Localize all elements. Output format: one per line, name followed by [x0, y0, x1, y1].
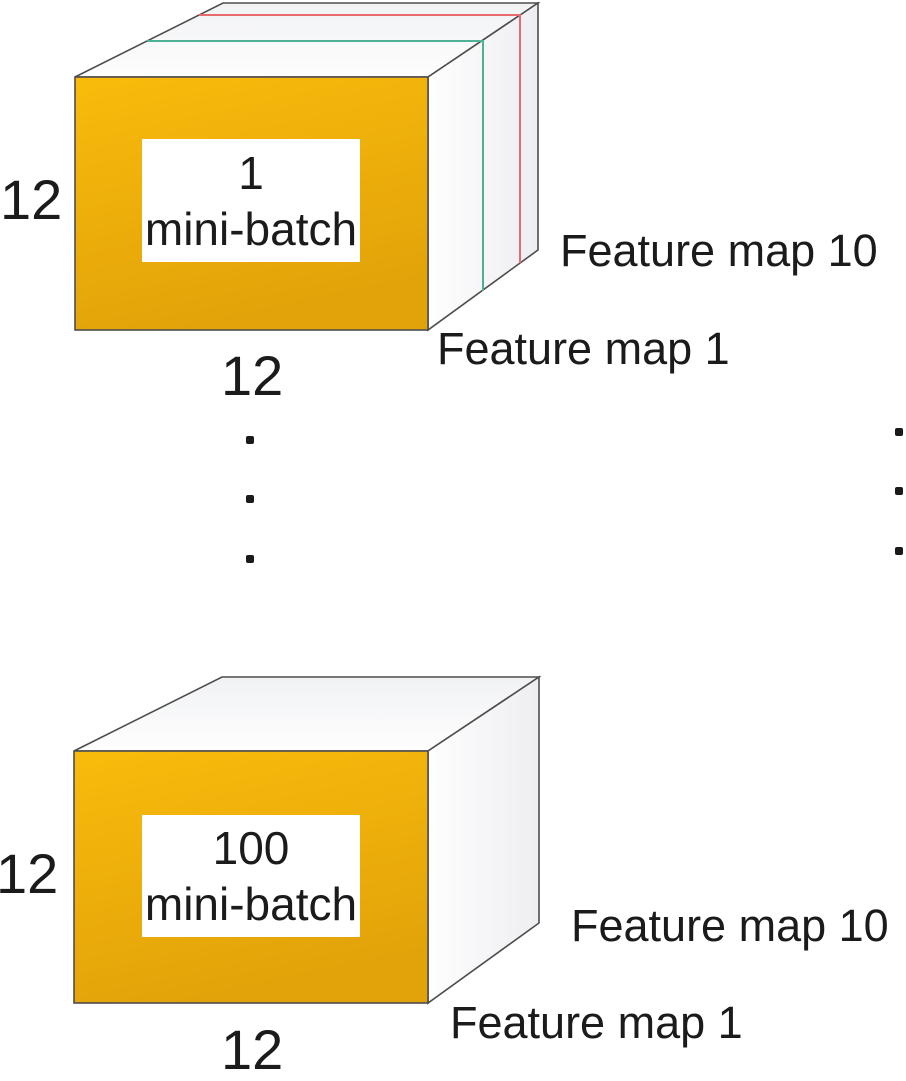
bottom-box-width-label: 12	[221, 1018, 284, 1081]
bottom-box-batch-text: mini-batch	[144, 878, 358, 930]
ellipsis-dot	[895, 428, 903, 436]
top-box-width-label: 12	[221, 344, 284, 407]
bottom-box-batch-label: 100 mini-batch	[142, 815, 360, 937]
top-box-height-label: 12	[0, 168, 63, 231]
ellipsis-dot	[246, 495, 254, 503]
bottom-box-feature-map-1-label: Feature map 1	[450, 997, 743, 1048]
ellipsis-dot	[895, 487, 903, 495]
bottom-box-feature-map-10-label: Feature map 10	[571, 900, 889, 951]
top-box-slice-line-red	[199, 14, 521, 263]
top-box-feature-map-1-label: Feature map 1	[437, 323, 730, 374]
top-box-batch-label: 1 mini-batch	[142, 139, 360, 262]
bottom-box	[73, 675, 542, 1005]
top-box-slice-line-green	[147, 40, 484, 291]
top-box-batch-count: 1	[238, 146, 264, 199]
bottom-box-batch-count: 100	[212, 822, 290, 874]
ellipsis-dot	[246, 436, 254, 444]
ellipsis-dot	[895, 547, 903, 555]
bottom-box-height-label: 12	[0, 842, 59, 905]
top-box-batch-text: mini-batch	[144, 202, 358, 255]
top-box-feature-map-10-label: Feature map 10	[560, 225, 878, 276]
ellipsis-dot	[246, 555, 254, 563]
